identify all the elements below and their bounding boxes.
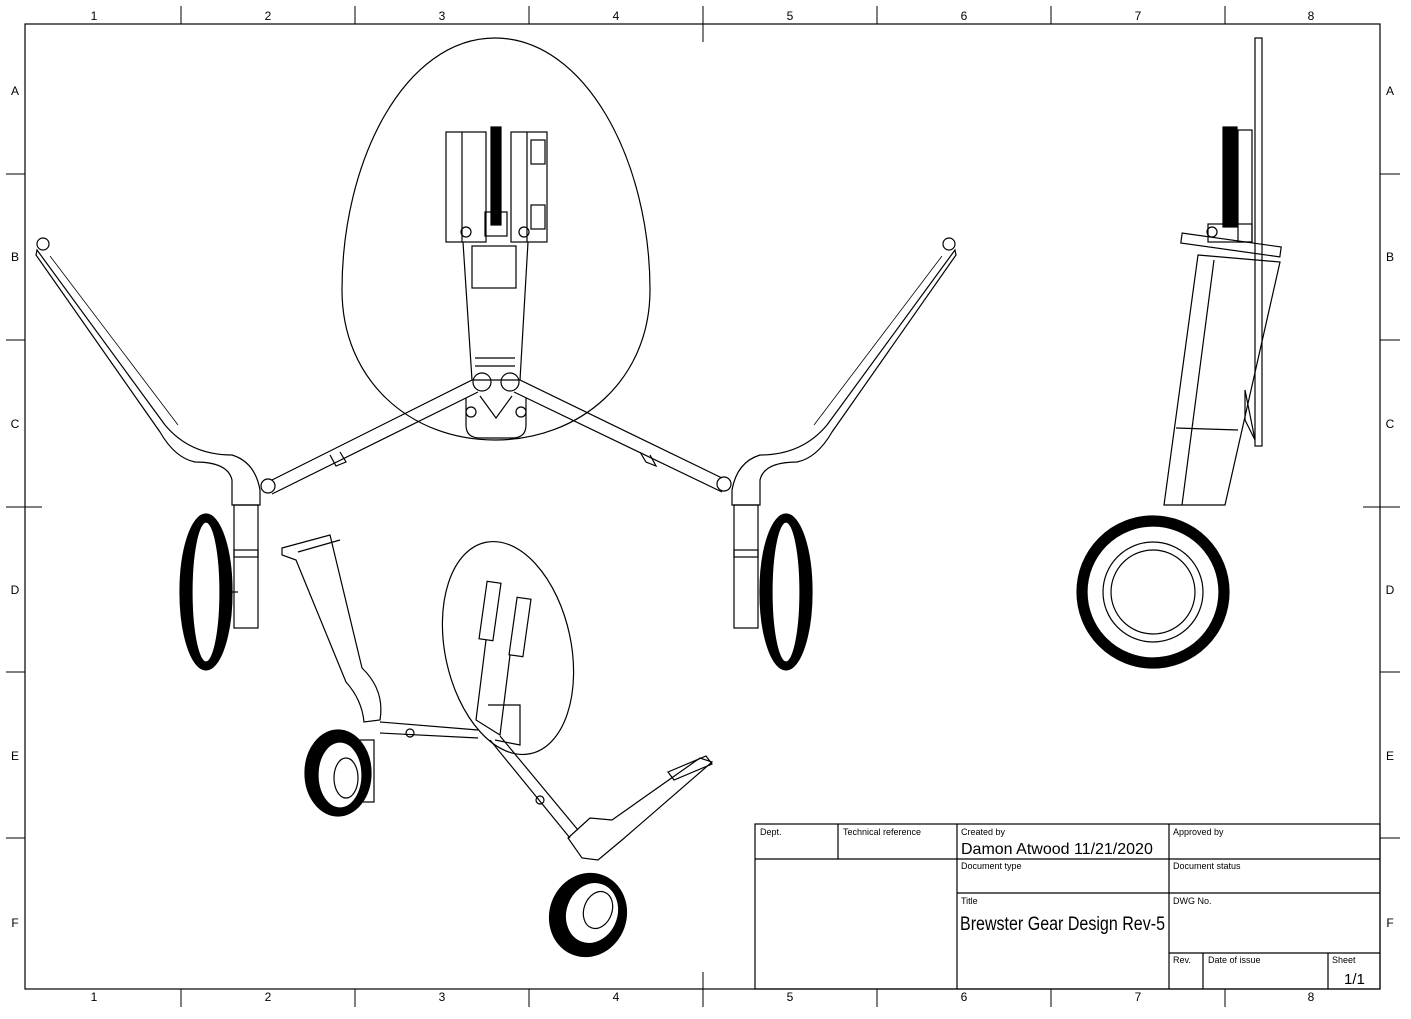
zone-col-6: 6	[961, 990, 968, 1004]
document-status-label: Document status	[1173, 861, 1241, 871]
side-gear-leg	[1163, 254, 1281, 506]
zone-row-a: A	[1386, 84, 1394, 98]
zone-row-b: B	[1386, 250, 1394, 264]
zone-columns-bottom: 1 2 3 4 5 6 7 8	[91, 990, 1315, 1004]
zone-col-1: 1	[91, 990, 98, 1004]
zone-col-5: 5	[787, 990, 794, 1004]
zone-col-5: 5	[787, 9, 794, 23]
document-type-label: Document type	[961, 861, 1022, 871]
mount-plate-outline	[341, 37, 651, 441]
dwg-no-label: DWG No.	[1173, 896, 1212, 906]
zone-col-8: 8	[1308, 990, 1315, 1004]
zone-row-b: B	[11, 250, 19, 264]
title-label: Title	[961, 896, 978, 906]
dept-label: Dept.	[760, 827, 782, 837]
title-block: Dept. Technical reference Created by Dam…	[754, 823, 1381, 990]
zone-row-c: C	[11, 417, 20, 431]
date-of-issue-label: Date of issue	[1208, 955, 1261, 965]
sheet-label: Sheet	[1332, 955, 1356, 965]
side-mount-plate	[1254, 37, 1263, 447]
rev-label: Rev.	[1173, 955, 1191, 965]
drawing-frame	[24, 23, 1381, 990]
zone-rows-left: A B C D E F	[11, 84, 20, 930]
zone-row-a: A	[11, 84, 19, 98]
isometric-view	[281, 534, 714, 958]
side-view	[1076, 37, 1282, 669]
zone-row-f: F	[1386, 916, 1393, 930]
zone-row-d: D	[1386, 583, 1395, 597]
zone-col-2: 2	[265, 9, 272, 23]
zone-col-2: 2	[265, 990, 272, 1004]
zone-row-e: E	[11, 749, 19, 763]
zone-col-8: 8	[1308, 9, 1315, 23]
front-view	[35, 37, 957, 671]
iso-mount-plate	[441, 540, 575, 756]
created-by-label: Created by	[961, 827, 1006, 837]
side-actuator-spring	[1222, 126, 1238, 228]
zone-columns-top: 1 2 3 4 5 6 7 8	[91, 9, 1315, 23]
zone-row-f: F	[11, 916, 18, 930]
actuator-spring	[490, 126, 502, 226]
zone-row-c: C	[1386, 417, 1395, 431]
zone-col-7: 7	[1135, 990, 1142, 1004]
zone-rows-right: A B C D E F	[1386, 84, 1395, 930]
bracket-block-right	[510, 131, 548, 243]
zone-col-4: 4	[613, 990, 620, 1004]
sheet-value: 1/1	[1344, 971, 1365, 988]
zone-ticks	[6, 6, 1400, 1007]
zone-col-3: 3	[439, 9, 446, 23]
created-by-value: Damon Atwood 11/21/2020	[961, 841, 1153, 858]
zone-col-6: 6	[961, 9, 968, 23]
zone-col-4: 4	[613, 9, 620, 23]
zone-col-7: 7	[1135, 9, 1142, 23]
title-value: Brewster Gear Design Rev-5	[960, 914, 1165, 935]
zone-row-e: E	[1386, 749, 1394, 763]
technical-reference-label: Technical reference	[843, 827, 921, 837]
zone-row-d: D	[11, 583, 20, 597]
zone-col-1: 1	[91, 9, 98, 23]
zone-col-3: 3	[439, 990, 446, 1004]
bracket-block-left	[445, 131, 487, 243]
approved-by-label: Approved by	[1173, 827, 1224, 837]
